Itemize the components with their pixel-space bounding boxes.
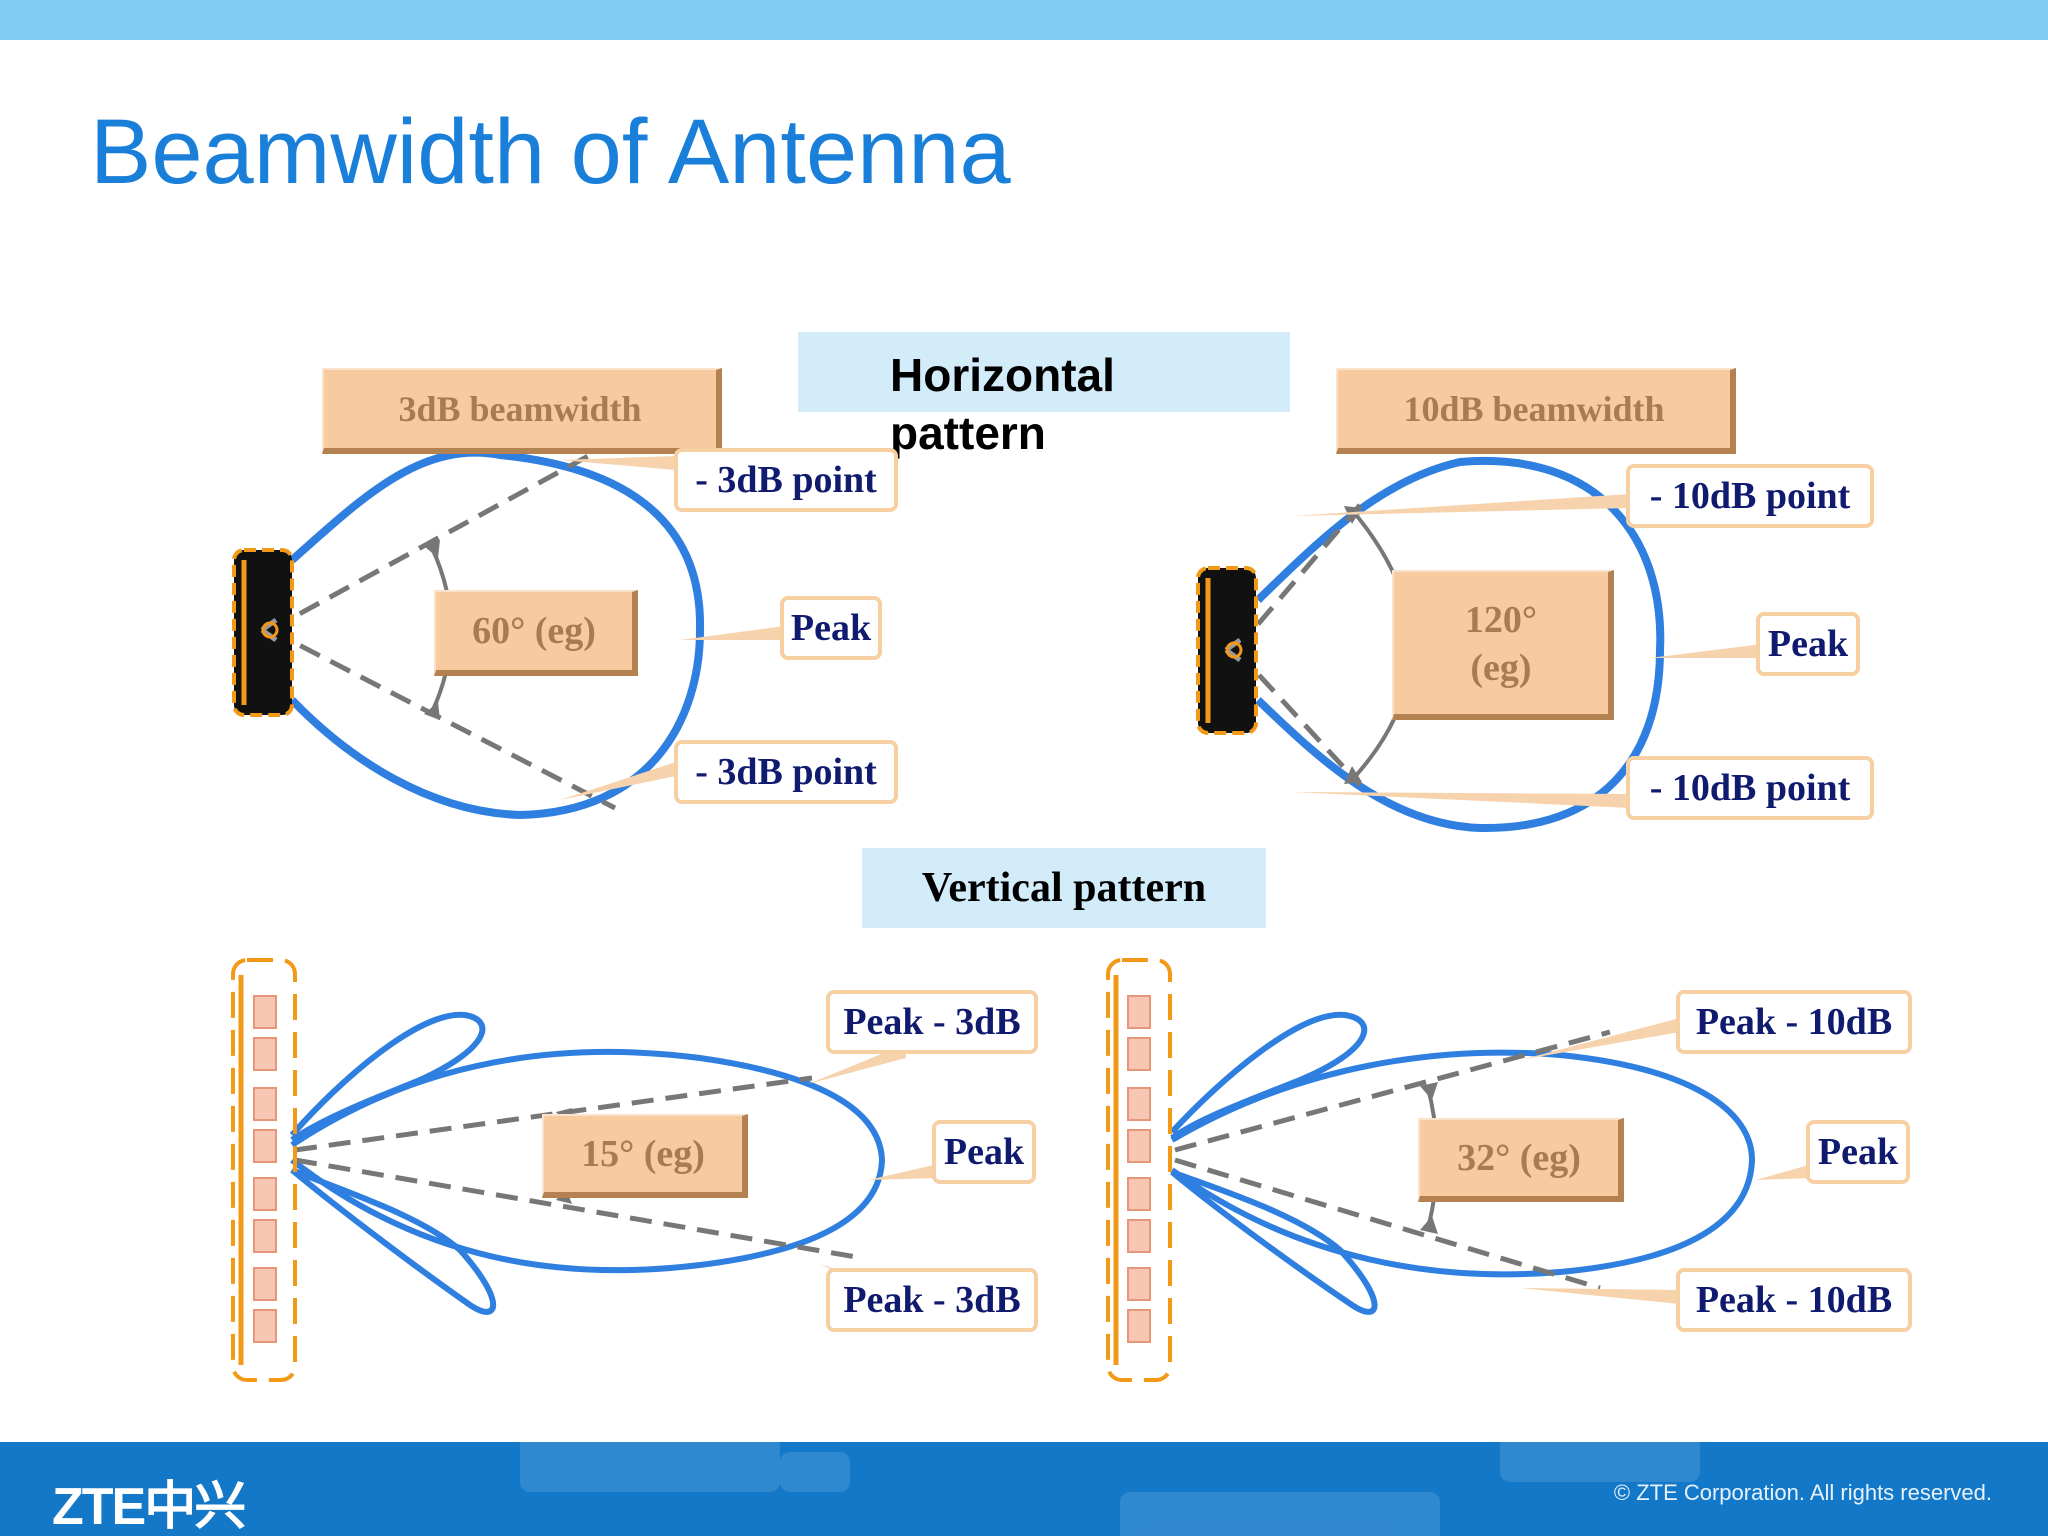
v-left-angle-label: 15° (eg) — [542, 1114, 748, 1198]
v-left-beam-lower — [294, 1157, 863, 1261]
v-right-pointer-peak — [1756, 1164, 1812, 1180]
h-right-pointer-bottom — [1292, 792, 1630, 808]
h-right-callout-top: - 10dB point — [1626, 464, 1874, 528]
zte-logo: ZTE中兴 — [52, 1478, 246, 1536]
v-left-elements — [253, 995, 277, 1343]
h-right-pointer-peak — [1650, 644, 1762, 658]
v-right-callout-peak: Peak — [1806, 1120, 1910, 1184]
v-right-side-lobe-upper — [1169, 1011, 1367, 1141]
vertical-pattern-label: Vertical pattern — [862, 848, 1266, 928]
v-left-pointer-peak — [868, 1164, 938, 1180]
h-right-pattern — [1196, 456, 1762, 833]
h-left-callout-bottom: - 3dB point — [674, 740, 898, 804]
v-right-beam-lower — [1174, 1157, 1601, 1291]
h-left-header: 3dB beamwidth — [322, 368, 722, 454]
h-right-angle-label: 120° (eg) — [1392, 570, 1614, 720]
h-left-beam-lower — [268, 627, 617, 811]
v-right-callout-bottom: Peak - 10dB — [1676, 1268, 1912, 1332]
v-left-main-lobe — [290, 1048, 886, 1274]
v-left-side-lobe-upper — [289, 1011, 486, 1143]
h-left-pointer-peak — [680, 626, 784, 640]
v-left-pointer-top — [808, 1044, 906, 1084]
horizontal-pattern-label-box — [798, 332, 1290, 412]
h-left-angle-label: 60° (eg) — [434, 590, 638, 676]
v-left-antenna — [231, 958, 297, 1382]
v-right-pointer-bottom — [1520, 1288, 1680, 1304]
v-right-main-lobe — [1170, 1049, 1756, 1278]
h-right-pointer-top — [1292, 494, 1630, 516]
h-right-beam-lower — [1234, 648, 1362, 787]
h-right-angle-line2: (eg) — [1470, 647, 1532, 689]
h-left-pointer-top — [560, 456, 676, 470]
v-left-beam-upper — [294, 1075, 813, 1153]
v-right-antenna — [1106, 958, 1172, 1382]
v-right-pointer-top — [1520, 1018, 1680, 1060]
v-left-pattern — [231, 958, 938, 1382]
copyright-text: © ZTE Corporation. All rights reserved. — [1613, 1480, 1992, 1505]
horizontal-pattern-label-line1: Horizontal — [890, 349, 1115, 401]
v-right-angle-label: 32° (eg) — [1418, 1118, 1624, 1202]
v-left-callout-bottom: Peak - 3dB — [826, 1268, 1038, 1332]
v-right-callout-top: Peak - 10dB — [1676, 990, 1912, 1054]
h-right-callout-peak: Peak — [1756, 612, 1860, 676]
page-title: Beamwidth of Antenna — [90, 101, 1011, 203]
v-right-beam-upper — [1174, 1029, 1611, 1153]
h-right-header: 10dB beamwidth — [1336, 368, 1736, 454]
h-right-callout-bottom: - 10dB point — [1626, 756, 1874, 820]
v-left-callout-top: Peak - 3dB — [826, 990, 1038, 1054]
h-left-lobe — [289, 448, 705, 820]
h-left-callout-top: - 3dB point — [674, 448, 898, 512]
h-left-pattern — [232, 448, 784, 820]
h-left-beam-upper — [268, 452, 592, 633]
v-right-pattern — [1106, 958, 1812, 1382]
v-left-side-lobe-lower — [290, 1167, 497, 1315]
horizontal-pattern-label: Horizontal pattern — [890, 346, 1115, 462]
v-right-side-lobe-lower — [1170, 1169, 1378, 1315]
v-left-callout-peak: Peak — [932, 1120, 1036, 1184]
h-right-angle-line1: 120° — [1464, 599, 1538, 641]
h-left-pointer-bottom — [560, 762, 676, 800]
h-right-lobe — [1255, 456, 1665, 833]
v-right-elements — [1127, 995, 1151, 1343]
h-left-callout-peak: Peak — [780, 596, 882, 660]
footer-bar: ZTE中兴 © ZTE Corporation. All rights rese… — [0, 1442, 2048, 1536]
top-banner — [0, 0, 2048, 40]
horizontal-pattern-label-line2: pattern — [890, 407, 1046, 459]
